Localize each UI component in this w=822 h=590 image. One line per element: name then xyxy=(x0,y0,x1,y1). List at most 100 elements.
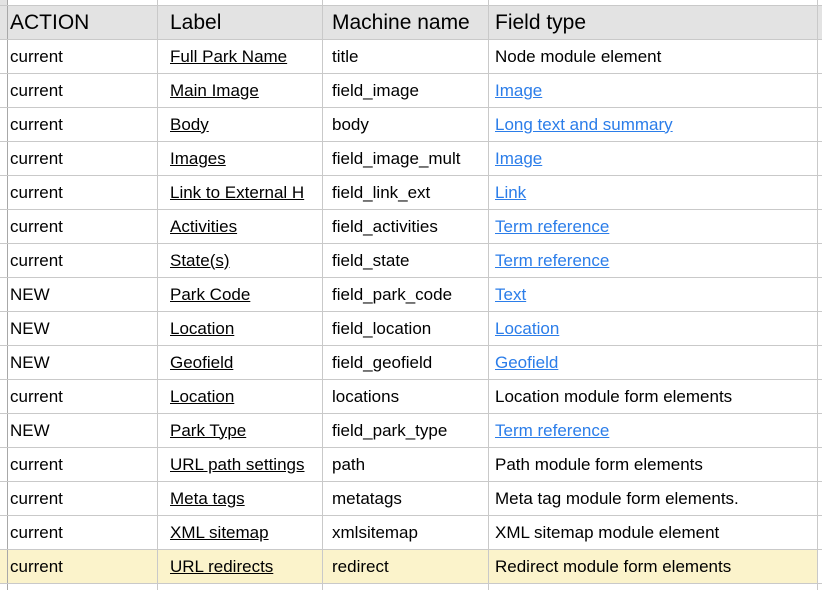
field-type-link[interactable]: Long text and summary xyxy=(495,114,673,134)
machine-cell[interactable]: title xyxy=(323,40,489,73)
field-type-link[interactable]: Text xyxy=(495,284,527,304)
header-cell-label[interactable]: Label xyxy=(158,6,323,39)
machine-cell[interactable]: field_park_type xyxy=(323,414,489,447)
label-link[interactable]: URL redirects xyxy=(170,556,274,576)
label-link[interactable]: XML sitemap xyxy=(170,522,269,542)
action-cell[interactable]: current xyxy=(8,40,158,73)
action-cell[interactable]: current xyxy=(8,210,158,243)
label-cell[interactable]: Meta tags xyxy=(158,482,323,515)
field-type-link[interactable]: Image xyxy=(495,148,543,168)
header-cell-field-type[interactable]: Field type xyxy=(489,6,818,39)
label-link[interactable]: Main Image xyxy=(170,80,259,100)
field-type-cell[interactable]: Image xyxy=(489,74,818,107)
label-cell[interactable]: Location xyxy=(158,312,323,345)
action-cell[interactable]: current xyxy=(8,482,158,515)
label-cell[interactable]: Park Type xyxy=(158,414,323,447)
machine-cell[interactable]: field_activities xyxy=(323,210,489,243)
label-link[interactable]: Activities xyxy=(170,216,238,236)
label-cell[interactable]: Body xyxy=(158,108,323,141)
label-link[interactable]: Geofield xyxy=(170,352,234,372)
header-cell-action[interactable]: ACTION xyxy=(8,6,158,39)
field-type-cell[interactable]: Location module form elements xyxy=(489,380,818,413)
machine-cell[interactable]: locations xyxy=(323,380,489,413)
label-link[interactable]: Location xyxy=(170,318,235,338)
label-link[interactable]: Park Type xyxy=(170,420,247,440)
label-link[interactable]: State(s) xyxy=(170,250,230,270)
machine-cell[interactable]: redirect xyxy=(323,550,489,583)
machine-cell[interactable]: field_image_mult xyxy=(323,142,489,175)
field-type-cell[interactable]: Node module element xyxy=(489,40,818,73)
header-cell-machine-name[interactable]: Machine name xyxy=(323,6,489,39)
field-type-link[interactable]: Term reference xyxy=(495,420,610,440)
label-cell[interactable]: URL path settings xyxy=(158,448,323,481)
label-cell[interactable]: Park Code xyxy=(158,278,323,311)
field-type-cell[interactable]: Term reference xyxy=(489,244,818,277)
action-cell[interactable]: current xyxy=(8,516,158,549)
machine-cell[interactable]: field_geofield xyxy=(323,346,489,379)
field-type-link[interactable]: Location xyxy=(495,318,560,338)
action-cell[interactable]: current xyxy=(8,74,158,107)
machine-cell[interactable]: path xyxy=(323,448,489,481)
field-type-cell[interactable]: Text xyxy=(489,278,818,311)
label-cell[interactable]: XML sitemap xyxy=(158,516,323,549)
label-link[interactable]: Full Park Name xyxy=(170,46,288,66)
machine-value: path xyxy=(332,454,366,474)
machine-cell[interactable]: xmlsitemap xyxy=(323,516,489,549)
label-cell[interactable]: Location xyxy=(158,380,323,413)
action-cell[interactable]: current xyxy=(8,142,158,175)
machine-cell[interactable]: field_park_code xyxy=(323,278,489,311)
label-link[interactable]: Body xyxy=(170,114,209,134)
action-cell[interactable]: current xyxy=(8,244,158,277)
label-cell[interactable]: Link to External H xyxy=(158,176,323,209)
field-type-link[interactable]: Term reference xyxy=(495,216,610,236)
machine-value: field_image xyxy=(332,80,419,100)
machine-cell[interactable]: field_image xyxy=(323,74,489,107)
field-type-cell[interactable]: Term reference xyxy=(489,414,818,447)
action-cell[interactable]: current xyxy=(8,448,158,481)
action-cell[interactable]: NEW xyxy=(8,312,158,345)
action-cell[interactable]: NEW xyxy=(8,414,158,447)
field-type-link[interactable]: Term reference xyxy=(495,250,610,270)
row-left-stub xyxy=(0,210,8,243)
action-cell[interactable]: current xyxy=(8,380,158,413)
field-type-cell[interactable]: Long text and summary xyxy=(489,108,818,141)
machine-cell[interactable]: field_state xyxy=(323,244,489,277)
field-type-cell[interactable]: Redirect module form elements xyxy=(489,550,818,583)
field-type-cell[interactable]: Location xyxy=(489,312,818,345)
label-link[interactable]: Park Code xyxy=(170,284,251,304)
label-cell[interactable]: Activities xyxy=(158,210,323,243)
machine-cell[interactable]: metatags xyxy=(323,482,489,515)
label-cell[interactable]: State(s) xyxy=(158,244,323,277)
label-cell[interactable]: Images xyxy=(158,142,323,175)
action-cell[interactable]: NEW xyxy=(8,278,158,311)
action-cell[interactable]: current xyxy=(8,108,158,141)
action-cell[interactable]: current xyxy=(8,550,158,583)
field-type-cell[interactable]: Link xyxy=(489,176,818,209)
label-cell[interactable]: URL redirects xyxy=(158,550,323,583)
field-type-cell[interactable]: Meta tag module form elements. xyxy=(489,482,818,515)
machine-cell[interactable]: body xyxy=(323,108,489,141)
field-type-cell[interactable]: Path module form elements xyxy=(489,448,818,481)
field-type-cell[interactable]: XML sitemap module element xyxy=(489,516,818,549)
machine-cell[interactable]: field_location xyxy=(323,312,489,345)
action-cell[interactable]: current xyxy=(8,176,158,209)
label-cell[interactable]: Main Image xyxy=(158,74,323,107)
label-cell[interactable]: Full Park Name xyxy=(158,40,323,73)
field-type-cell[interactable]: Image xyxy=(489,142,818,175)
field-type-cell[interactable]: Geofield xyxy=(489,346,818,379)
field-type-link[interactable]: Image xyxy=(495,80,543,100)
label-cell[interactable]: Geofield xyxy=(158,346,323,379)
label-link[interactable]: Images xyxy=(170,148,226,168)
table-row: current Link to External H field_link_ex… xyxy=(0,176,822,210)
label-link[interactable]: URL path settings xyxy=(170,454,305,474)
header-label-action: ACTION xyxy=(10,10,90,34)
label-link[interactable]: Link to External H xyxy=(170,182,305,202)
field-type-link[interactable]: Geofield xyxy=(495,352,559,372)
label-link[interactable]: Location xyxy=(170,386,235,406)
label-link[interactable]: Meta tags xyxy=(170,488,245,508)
field-type-cell[interactable]: Term reference xyxy=(489,210,818,243)
action-cell[interactable]: NEW xyxy=(8,346,158,379)
row-left-stub xyxy=(0,6,8,39)
machine-cell[interactable]: field_link_ext xyxy=(323,176,489,209)
field-type-link[interactable]: Link xyxy=(495,182,527,202)
